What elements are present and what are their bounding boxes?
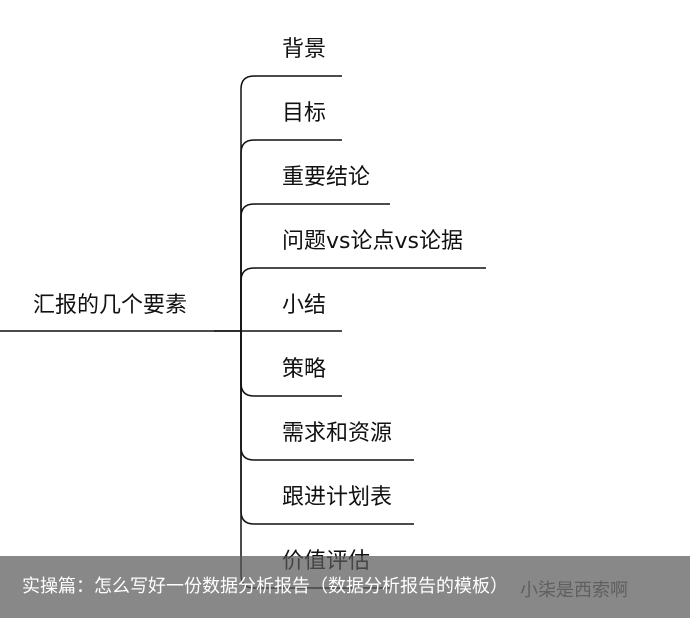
watermark-text: 小柒是西索啊 xyxy=(520,580,628,601)
branch-connector-key-conclusions xyxy=(240,203,390,331)
branch-label-strategy: 策略 xyxy=(282,357,327,382)
branch-connector-background xyxy=(240,75,342,331)
branch-label-issues-arguments: 问题vs论点vs论据 xyxy=(282,229,463,254)
branch-connector-issues-arguments xyxy=(240,267,486,331)
branch-label-goal: 目标 xyxy=(282,101,327,126)
branch-label-summary: 小结 xyxy=(282,293,327,318)
root-node-label: 汇报的几个要素 xyxy=(33,293,188,318)
branch-label-key-conclusions: 重要结论 xyxy=(282,165,371,190)
branch-label-needs-resources: 需求和资源 xyxy=(282,421,393,446)
branch-label-background: 背景 xyxy=(282,37,327,62)
branch-connector-goal xyxy=(240,139,342,331)
branch-label-follow-up-plan: 跟进计划表 xyxy=(282,485,393,510)
caption-text: 实操篇：怎么写好一份数据分析报告（数据分析报告的模板） xyxy=(22,576,508,597)
caption-bar xyxy=(0,556,690,618)
